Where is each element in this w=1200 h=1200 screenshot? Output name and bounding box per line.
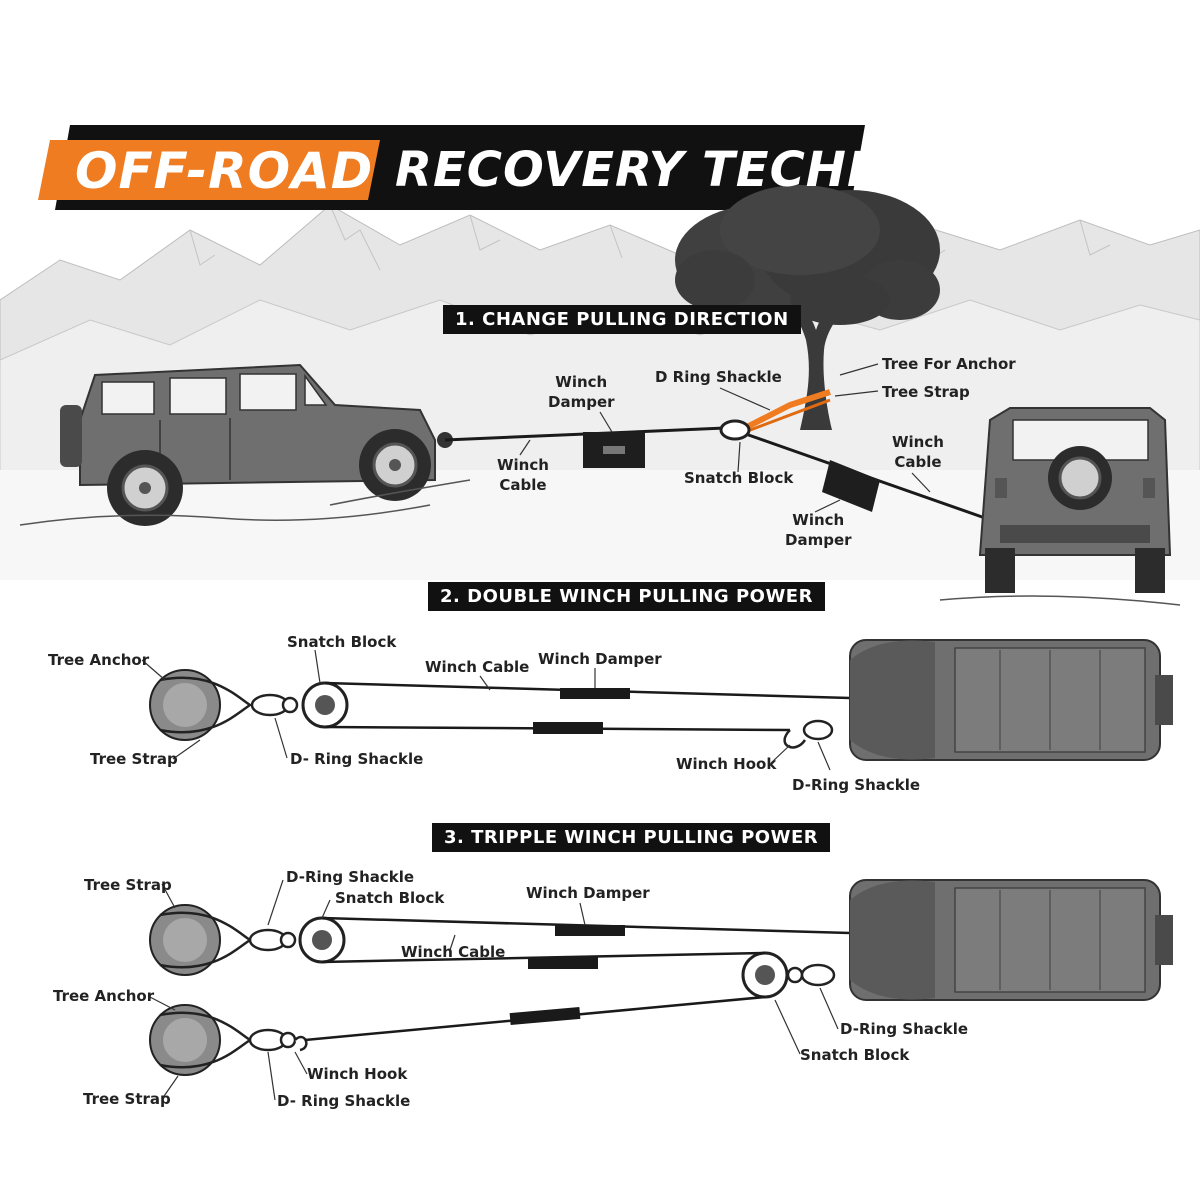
- label-winch-damper: Winch Damper: [548, 373, 615, 411]
- label-winch-damper: Winch Damper: [538, 650, 662, 668]
- label-d-ring-shackle: D Ring Shackle: [655, 368, 782, 386]
- section2-heading: 2. DOUBLE WINCH PULLING POWER: [428, 582, 825, 611]
- label-d-ring-shackle: D- Ring Shackle: [277, 1092, 411, 1110]
- section2-winch-damper: [560, 688, 630, 699]
- section1-jeep-side: [60, 363, 453, 526]
- section2-tree-anchor: [149, 669, 253, 741]
- label-tree-strap: Tree Strap: [882, 383, 970, 401]
- label-tree-anchor: Tree Anchor: [48, 651, 150, 669]
- label-tree-strap: Tree Strap: [83, 1090, 171, 1108]
- section3-leaders: [147, 879, 839, 1101]
- section3-heading: 3. TRIPPLE WINCH PULLING POWER: [432, 823, 831, 852]
- label-d-ring-shackle: D-Ring Shackle: [840, 1020, 969, 1038]
- label-winch-damper: Winch Damper: [785, 511, 852, 549]
- label-winch-cable: Winch Cable: [892, 433, 944, 471]
- label-tree-for-anchor: Tree For Anchor: [882, 355, 1016, 373]
- jeep-wheel: [359, 429, 431, 501]
- section3-winch-damper-low: [509, 1006, 581, 1026]
- label-winch-cable: Winch Cable: [497, 456, 549, 494]
- jeep-wheel: [107, 450, 183, 526]
- section2-winch-damper-lower: [533, 722, 603, 734]
- label-d-ring-shackle: D-Ring Shackle: [286, 868, 415, 886]
- section1-leaders: [519, 363, 931, 513]
- section2-diagram: [149, 639, 1173, 761]
- section3-tree-anchor-top: [149, 904, 253, 976]
- title-accent-panel: [38, 140, 380, 200]
- label-tree-strap: Tree Strap: [84, 876, 172, 894]
- section2-winch-hook: [783, 719, 834, 749]
- section2-leaders: [141, 649, 831, 771]
- label-snatch-block: Snatch Block: [335, 889, 445, 907]
- section3-snatch-block-left: [298, 916, 346, 964]
- title-offroad: OFF-ROAD: [75, 142, 374, 200]
- label-snatch-block: Snatch Block: [800, 1046, 910, 1064]
- section1-heading: 1. CHANGE PULLING DIRECTION: [443, 305, 801, 334]
- label-tree-anchor: Tree Anchor: [53, 987, 155, 1005]
- section1-winch-damper-b: [822, 460, 880, 512]
- section3-tree-anchor-bottom: [149, 1004, 253, 1076]
- section2-shackle: [250, 693, 299, 717]
- label-winch-hook: Winch Hook: [676, 755, 777, 773]
- label-d-ring-shackle: D- Ring Shackle: [290, 750, 424, 768]
- label-winch-damper: Winch Damper: [526, 884, 650, 902]
- section1-snatch-block: [719, 419, 751, 441]
- section3-winch-damper: [555, 925, 625, 936]
- label-tree-strap: Tree Strap: [90, 750, 178, 768]
- section1-strap: [743, 389, 831, 434]
- label-winch-cable: Winch Cable: [425, 658, 530, 676]
- label-snatch-block: Snatch Block: [287, 633, 397, 651]
- anchor-tree: [675, 185, 940, 430]
- section3-jeep-top: [849, 879, 1173, 1001]
- label-snatch-block: Snatch Block: [684, 469, 794, 487]
- section3-shackle-right: [786, 963, 836, 987]
- section3-snatch-block-right: [741, 951, 789, 999]
- title-recovery-techniques: RECOVERY TECHNIQUES: [395, 142, 1059, 198]
- section2-snatch-block: [301, 681, 349, 729]
- label-winch-hook: Winch Hook: [307, 1065, 408, 1083]
- title-banner: [38, 125, 865, 210]
- label-d-ring-shackle: D-Ring Shackle: [792, 776, 921, 794]
- section3-diagram: [149, 879, 1173, 1076]
- label-winch-cable: Winch Cable: [401, 943, 506, 961]
- ground-cracks: [19, 479, 1181, 606]
- section1-jeep-rear: [978, 407, 1172, 593]
- section2-jeep-top: [849, 639, 1173, 761]
- section3-winch-damper-mid: [528, 957, 598, 969]
- section3-shackles-left: [248, 928, 308, 1052]
